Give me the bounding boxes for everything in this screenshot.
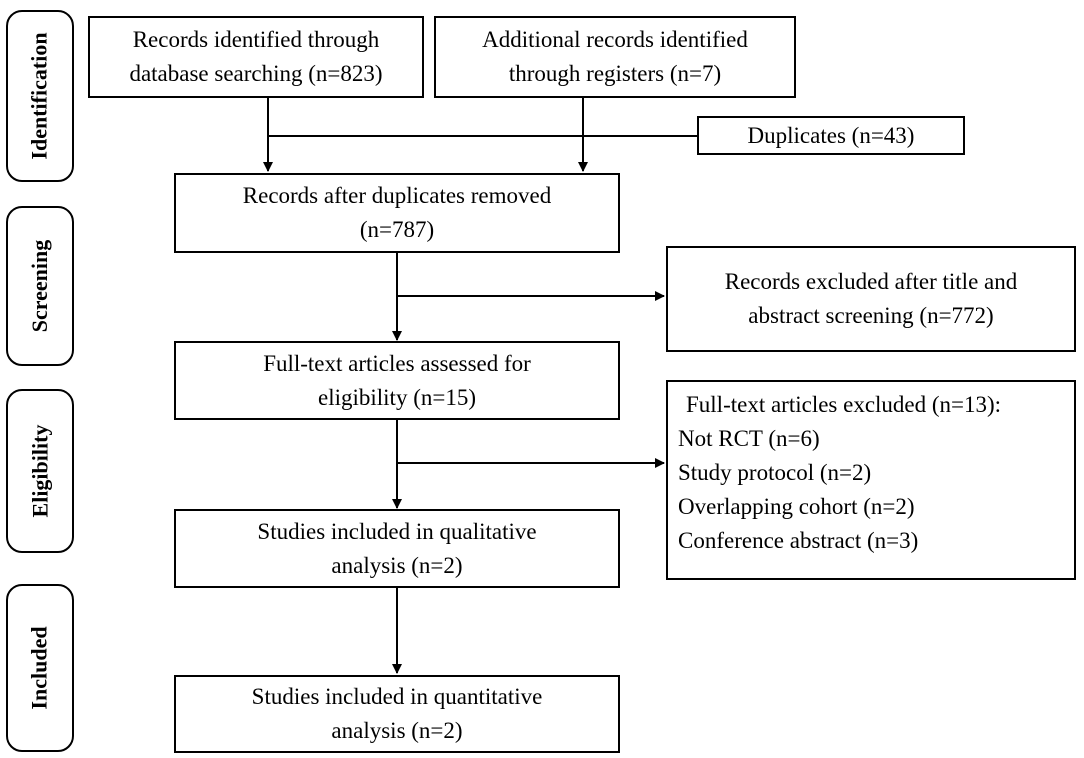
exclusion-reason-item: Study protocol (n=2): [678, 460, 872, 485]
box-duplicates-line1: Duplicates (n=43): [747, 122, 915, 148]
box-registers-line1: Additional records identified: [482, 27, 748, 52]
box-excluded-full-text: Full-text articles excluded (n=13): Not …: [666, 380, 1076, 580]
box-database-records: Records identified through database sear…: [88, 16, 424, 98]
box-excluded-screening: Records excluded after title and abstrac…: [666, 246, 1076, 352]
stage-eligibility-label: Eligibility: [27, 424, 53, 518]
box-full-text-line2: eligibility (n=15): [318, 384, 476, 410]
box-quantitative-line2: analysis (n=2): [331, 718, 463, 743]
box-duplicates: Duplicates (n=43): [697, 116, 965, 155]
box-qualitative-studies: Studies included in qualitative analysis…: [174, 509, 620, 588]
box-after-duplicates-line2: (n=787): [359, 217, 435, 242]
stage-identification: Identification: [6, 10, 74, 182]
box-full-text-line1: Full-text articles assessed for: [263, 350, 531, 376]
exclusion-reason-item: Overlapping cohort (n=2): [678, 494, 915, 519]
box-quantitative-line1: Studies included in quantitative: [251, 684, 543, 709]
box-excluded-screening-line1: Records excluded after title and: [724, 269, 1018, 294]
box-database-line2: database searching (n=823): [129, 61, 383, 86]
exclusion-reason-item: Conference abstract (n=3): [678, 528, 919, 553]
box-register-records: Additional records identified through re…: [434, 16, 796, 98]
box-registers-line2: through registers (n=7): [508, 61, 722, 86]
exclusion-reason-item: Not RCT (n=6): [678, 426, 820, 451]
stage-eligibility: Eligibility: [6, 389, 74, 553]
stage-included-label: Included: [27, 626, 52, 710]
box-after-duplicates-line1: Records after duplicates removed: [242, 183, 552, 208]
stage-included: Included: [6, 584, 74, 752]
box-excluded-full-text-heading: Full-text articles excluded (n=13):: [686, 392, 1002, 417]
box-quantitative-studies: Studies included in quantitative analysi…: [174, 675, 620, 753]
box-database-line1: Records identified through: [132, 27, 380, 52]
stage-identification-label: Identification: [27, 32, 52, 160]
box-after-duplicates: Records after duplicates removed (n=787): [174, 173, 620, 253]
stage-screening: Screening: [6, 206, 74, 366]
box-qualitative-line2: analysis (n=2): [331, 552, 463, 578]
stage-screening-label: Screening: [27, 239, 53, 333]
box-qualitative-line1: Studies included in qualitative: [257, 518, 537, 544]
box-full-text-assessed: Full-text articles assessed for eligibil…: [174, 341, 620, 420]
box-excluded-screening-line2: abstract screening (n=772): [748, 303, 994, 328]
